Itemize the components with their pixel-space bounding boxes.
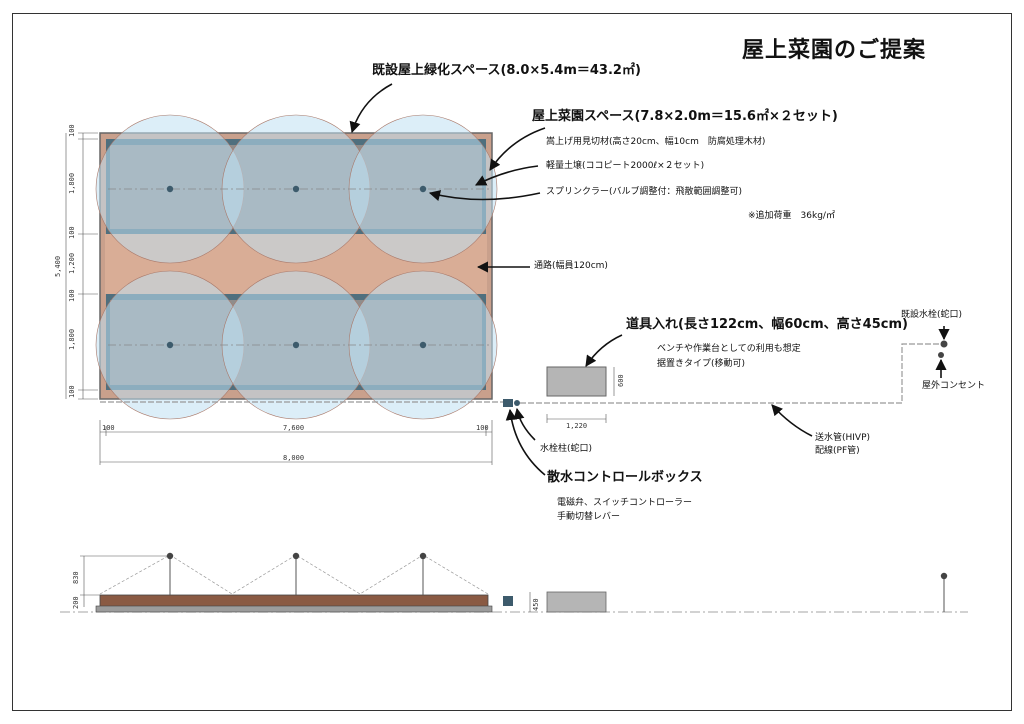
added-load-label: ※追加荷重 36kg/㎡ xyxy=(748,211,835,221)
existing-faucet-marker xyxy=(940,340,948,348)
sprinkler-label: スプリンクラー(バルブ調整付：飛散範囲調整可) xyxy=(546,187,743,197)
dim-8000: 8,000 xyxy=(283,454,305,462)
control-box-marker xyxy=(514,400,520,406)
faucet-post xyxy=(503,399,513,407)
dim-100-left: 100 xyxy=(102,424,115,432)
existing-faucet-label: 既設水栓(蛇口) xyxy=(901,310,963,320)
tool-box xyxy=(546,366,607,397)
dim-box-600: 600 xyxy=(617,374,625,387)
water-pipe-label: 送水管(HIVP) xyxy=(815,433,871,443)
dim-830: 830 xyxy=(72,571,80,584)
page-title: 屋上菜園のご提案 xyxy=(742,38,927,63)
dim-100-bottom: 100 xyxy=(68,385,76,398)
control-box-label: 散水コントロールボックス xyxy=(547,470,703,485)
control-box-note-1: 電磁弁、スイッチコントローラー xyxy=(557,498,693,508)
faucet-post-label: 水栓柱(蛇口) xyxy=(540,444,593,454)
drawing-sheet xyxy=(12,13,1012,711)
elevation-view xyxy=(60,552,968,613)
sprinkler-heads xyxy=(166,185,427,349)
path-label: 通路(幅員120cm) xyxy=(534,261,608,271)
raised-bed-label: 嵩上げ用見切材(高さ20cm、幅10cm 防腐処理木材) xyxy=(546,137,766,147)
tool-box-note-1: ベンチや作業台としての利用も想定 xyxy=(657,344,801,354)
wiring-label: 配線(PF管) xyxy=(815,446,860,456)
dim-5400: 5,400 xyxy=(54,255,62,277)
outdoor-outlet-label: 屋外コンセント xyxy=(922,381,986,391)
outdoor-outlet-marker xyxy=(938,352,944,358)
dim-7600: 7,600 xyxy=(283,424,305,432)
soil-label: 軽量土壌(ココピート2000ℓ×２セット) xyxy=(546,161,705,171)
garden-space-label: 屋上菜園スペース(7.8×2.0m＝15.6㎡×２セット) xyxy=(532,109,838,124)
dim-100-top: 100 xyxy=(68,124,76,137)
tool-box-note-2: 据置きタイプ(移動可) xyxy=(657,359,746,369)
leader-arrows xyxy=(349,83,950,476)
dim-1800-bottom: 1,800 xyxy=(68,328,76,350)
tool-box-label: 道具入れ(長さ122cm、幅60cm、高さ45cm) xyxy=(626,317,908,332)
water-pipe-route xyxy=(100,343,944,404)
dim-1800-top: 1,800 xyxy=(68,172,76,194)
dim-100-mid-a: 100 xyxy=(68,226,76,239)
dim-1200: 1,200 xyxy=(68,252,76,274)
existing-green-label: 既設屋上緑化スペース(8.0×5.4m＝43.2㎡) xyxy=(372,63,641,78)
dim-100-mid-b: 100 xyxy=(68,289,76,302)
dim-100-right: 100 xyxy=(476,424,489,432)
dim-200: 200 xyxy=(72,596,80,609)
dim-450: 450 xyxy=(532,598,540,611)
dim-box-1220: 1,220 xyxy=(566,422,588,430)
control-box-note-2: 手動切替レバー xyxy=(557,512,621,522)
